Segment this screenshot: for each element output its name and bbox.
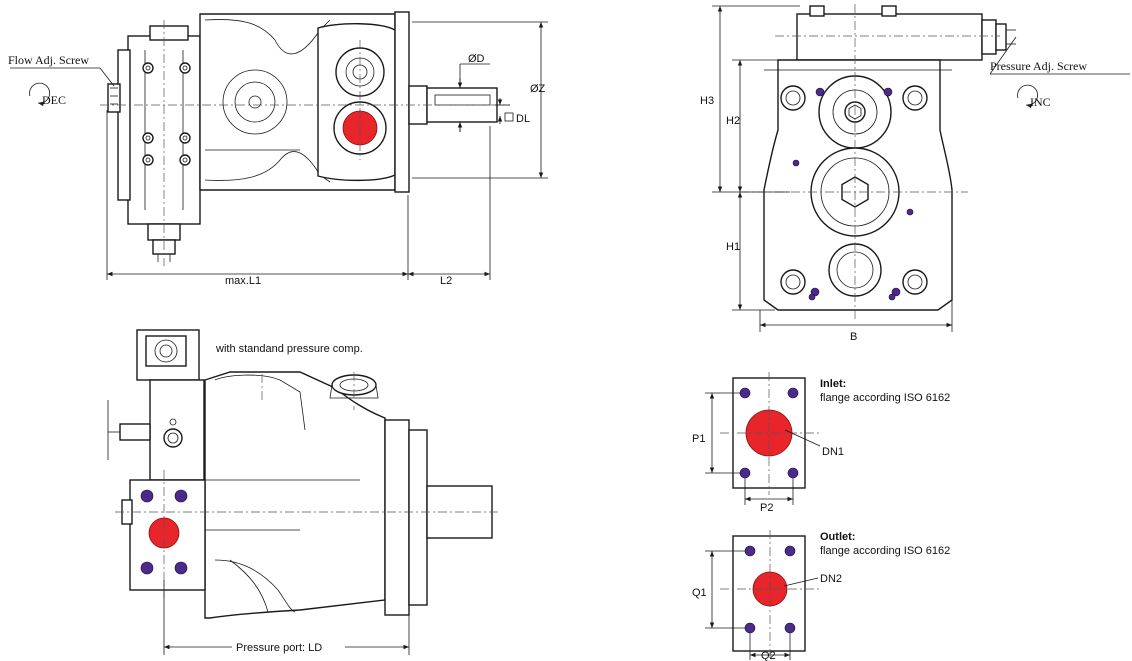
h1-label: H1 <box>726 241 740 253</box>
q1-label: Q1 <box>692 587 707 599</box>
p2-label: P2 <box>760 502 773 514</box>
q2-label: Q2 <box>761 650 776 661</box>
block-screws <box>142 62 191 166</box>
h2-label: H2 <box>726 115 740 127</box>
inlet-port-red <box>745 409 793 457</box>
b-label: B <box>850 331 857 343</box>
h3-label: H3 <box>700 95 714 107</box>
oz-label: ØZ <box>530 83 546 95</box>
outlet-flange-view <box>705 530 820 660</box>
mounting-flange <box>394 11 410 193</box>
l2-label: L2 <box>440 275 452 287</box>
dn2-label: DN2 <box>820 573 842 585</box>
p1-label: P1 <box>692 433 705 445</box>
inlet-flange-view <box>705 372 821 505</box>
dl-label: DL <box>516 113 530 125</box>
dn1-label: DN1 <box>822 446 844 458</box>
top-view <box>107 329 500 655</box>
dec-label: DEC <box>42 93 66 107</box>
inlet-desc: flange according ISO 6162 <box>820 392 950 404</box>
side-view <box>10 11 548 280</box>
pressure-adj-screw-label: Pressure Adj. Screw <box>990 59 1087 73</box>
front-bolts <box>792 87 914 301</box>
outlet-title: Outlet: <box>820 531 855 543</box>
inc-label: INC <box>1030 95 1051 109</box>
pump-body-top <box>204 371 386 619</box>
front-view <box>712 4 1130 332</box>
od-label: ØD <box>468 53 485 65</box>
inlet-title: Inlet: <box>820 378 846 390</box>
flow-adj-screw-label: Flow Adj. Screw <box>8 53 89 67</box>
pressure-port-label: Pressure port: LD <box>236 642 322 654</box>
max-l1-label: max.L1 <box>225 275 261 287</box>
compensator-top <box>796 13 983 61</box>
outlet-desc: flange according ISO 6162 <box>820 545 950 557</box>
standard-comp-label: with standand pressure comp. <box>215 343 363 355</box>
